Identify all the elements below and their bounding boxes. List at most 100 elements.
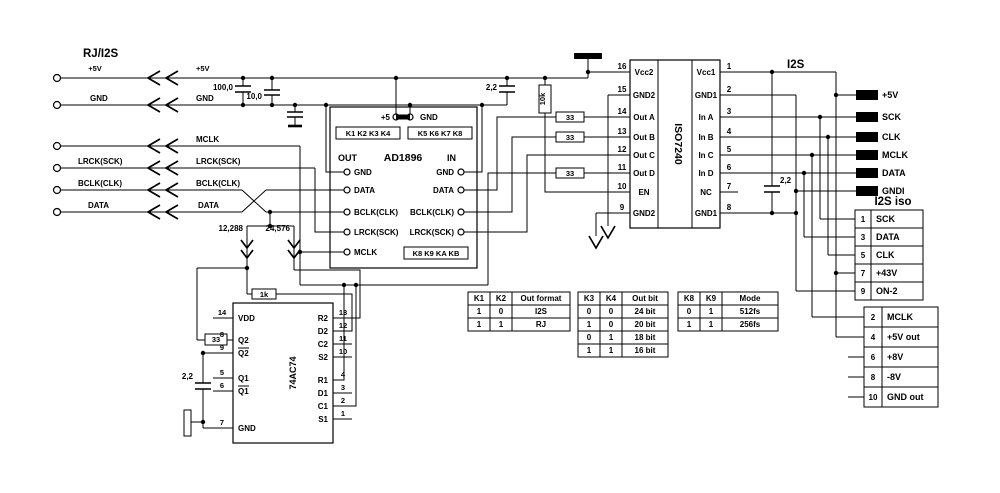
pin-number: 9 — [861, 287, 866, 296]
pin-label: MCLK — [882, 150, 908, 160]
svg-text:1: 1 — [587, 320, 592, 329]
pin-label: EN — [638, 188, 649, 197]
pin-label: CLK — [876, 250, 895, 260]
pin-label: LRCK(SCK) — [410, 228, 455, 237]
svg-text:K3: K3 — [584, 294, 595, 303]
connector-pad — [856, 150, 878, 160]
pin-label: S1 — [318, 415, 328, 424]
pin-label: GND — [238, 424, 256, 433]
pin-label: BCLK(CLK) — [354, 208, 398, 217]
pin-number: 11 — [618, 163, 627, 172]
svg-text:16 bit: 16 bit — [635, 346, 656, 355]
svg-text:1: 1 — [609, 333, 614, 342]
pin-number: 8 — [220, 330, 224, 339]
pin-label: Vcc1 — [697, 68, 716, 77]
resistor-value: 33 — [566, 133, 574, 142]
power-symbols — [574, 53, 616, 250]
svg-text:RJ: RJ — [536, 320, 546, 329]
pin-number: 1 — [341, 409, 345, 418]
chip-pin — [457, 186, 465, 194]
resistor-33 — [204, 333, 228, 346]
resistor-33 — [555, 131, 585, 143]
pin-number: 10 — [339, 347, 347, 356]
connector-pad — [856, 112, 878, 122]
pin-label: GND — [436, 168, 454, 177]
svg-text:Out bit: Out bit — [632, 294, 658, 303]
svg-text:1: 1 — [687, 320, 692, 329]
jumper-labels: K5 K6 K7 K8 — [418, 129, 463, 138]
pin-label: MCLK — [887, 312, 913, 322]
svg-text:K1: K1 — [474, 294, 485, 303]
chip-name: 74AC74 — [288, 356, 298, 389]
svg-text:1: 1 — [587, 346, 592, 355]
pin-label: DATA — [882, 168, 906, 178]
connector-pin — [52, 185, 62, 195]
signal-label: BCLK(CLK) — [196, 179, 240, 188]
chip-name: AD1896 — [384, 152, 423, 164]
pin-label: In B — [698, 133, 713, 142]
pin-label: C2 — [318, 340, 329, 349]
capacitor-2u2-bottom — [195, 382, 211, 390]
chip-pin — [457, 228, 465, 236]
pin-number: 8 — [871, 373, 876, 382]
pin-number: 4 — [871, 333, 876, 342]
pin-number: 6 — [220, 381, 224, 390]
resistor-value: 33 — [212, 335, 220, 344]
svg-text:24 bit: 24 bit — [635, 307, 656, 316]
svg-text:Mode: Mode — [740, 294, 761, 303]
capacitor-plates — [195, 85, 780, 390]
cap-value: 100,0 — [213, 83, 234, 92]
svg-text:I2S: I2S — [535, 307, 548, 316]
pin-label: +5V — [882, 90, 898, 100]
svg-text:0: 0 — [587, 307, 592, 316]
pin-number: 4 — [341, 370, 346, 379]
svg-text:K2: K2 — [496, 294, 507, 303]
signal-label: GND — [196, 94, 214, 103]
chip-pin — [343, 228, 351, 236]
pin-label: CLK — [882, 132, 901, 142]
pin-label: SCK — [876, 214, 896, 224]
cap-value: 2,2 — [486, 83, 498, 92]
pin-number: 7 — [220, 418, 224, 427]
pin-number: 16 — [618, 62, 627, 71]
rj-i2s-connector: RJ/I2S +5V GND LRCK(SCK) BCLK(CLK) DATA — [52, 48, 123, 217]
chip-name: ISO7240 — [672, 123, 684, 165]
resistor-33 — [555, 111, 585, 123]
pin-number: 9 — [220, 343, 224, 352]
pin-label: GND2 — [633, 91, 656, 100]
svg-text:K4: K4 — [606, 294, 617, 303]
junction-dots — [200, 69, 839, 425]
pin-number: 1 — [861, 215, 866, 224]
in-header: IN — [447, 153, 456, 163]
pin-label: GND1 — [695, 209, 718, 218]
pin-label: BCLK(CLK) — [410, 208, 454, 217]
resistor-value: 33 — [566, 113, 574, 122]
capacitor-2u2-right — [764, 185, 780, 193]
pin-number: 4 — [727, 127, 732, 136]
cap-value: 2,2 — [182, 372, 194, 381]
pin-number: 5 — [220, 368, 224, 377]
pin-number: 14 — [618, 107, 627, 116]
chip-pin — [457, 208, 465, 216]
svg-text:1: 1 — [477, 307, 482, 316]
pin-label: R1 — [318, 376, 329, 385]
connector-pin — [52, 73, 62, 83]
pin-label: Out C — [633, 151, 655, 160]
svg-text:1: 1 — [499, 320, 504, 329]
pin-number: 7 — [861, 269, 866, 278]
connector-pin — [52, 100, 62, 110]
connector-pin — [52, 207, 62, 217]
capacitor-10uF — [264, 89, 280, 96]
pin-number: 1 — [727, 62, 732, 71]
pin-number: 12 — [339, 321, 347, 330]
svg-text:0: 0 — [499, 307, 504, 316]
resistor-value: 10k — [538, 92, 547, 105]
pin-number: 2 — [871, 313, 876, 322]
signal-label: GND — [90, 94, 108, 103]
pin-number: 2 — [727, 85, 732, 94]
i2s-iso-title: I2S iso — [874, 196, 911, 208]
pin-label: C1 — [318, 402, 329, 411]
signal-label: DATA — [88, 201, 109, 210]
